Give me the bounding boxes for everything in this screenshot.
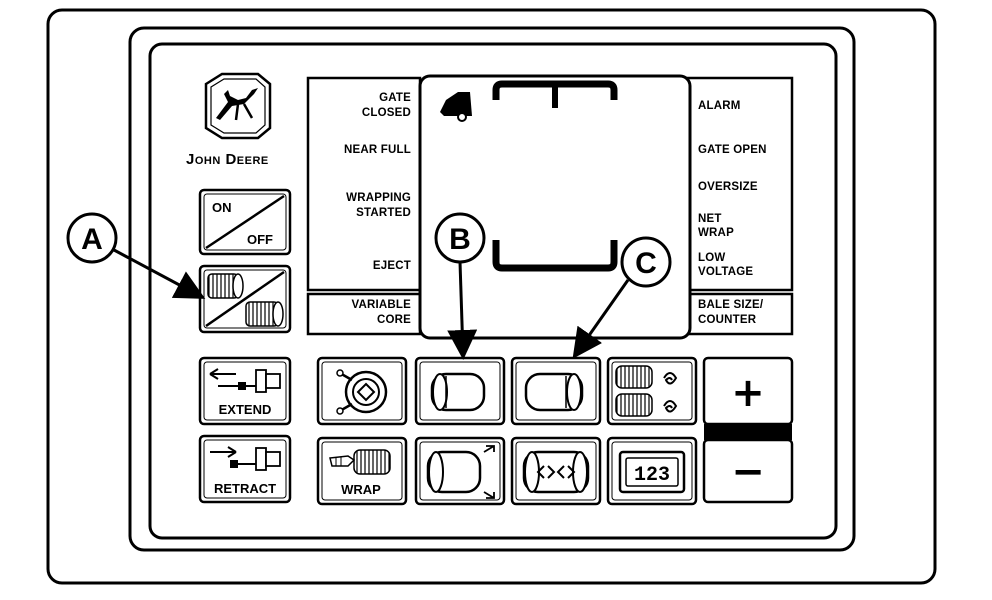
label-oversize: OVERSIZE xyxy=(698,181,758,193)
callout-a-label: A xyxy=(81,223,103,256)
callout-c-label: C xyxy=(635,247,657,280)
left-label-panel-lower xyxy=(306,292,422,336)
minus-button[interactable] xyxy=(702,438,794,504)
on-label: ON xyxy=(212,200,232,215)
arrow-right-icon xyxy=(210,446,237,458)
label-alarm: ALARM xyxy=(698,100,741,112)
variable-core-key[interactable] xyxy=(198,264,292,334)
bale-stack-icon xyxy=(615,365,678,417)
plus-label: + xyxy=(731,370,765,416)
right-label-panel-lower xyxy=(686,292,794,336)
right-label-panel xyxy=(686,76,794,292)
label-net-wrap-1: NET xyxy=(698,213,722,225)
john-deere-logo xyxy=(204,72,272,140)
counter-digits: 123 xyxy=(634,464,670,487)
net-roll-icon xyxy=(336,369,388,415)
wrap-label: WRAP xyxy=(341,482,381,497)
net-spread-button[interactable] xyxy=(510,436,602,506)
callout-a xyxy=(66,212,206,299)
bale-chamber-top-indicator xyxy=(492,80,618,108)
bale-icon xyxy=(430,372,486,412)
small-bale-size-button[interactable] xyxy=(414,356,506,426)
label-gate-closed-1: GATE xyxy=(379,92,411,104)
label-gate-open: GATE OPEN xyxy=(698,144,767,156)
arrow-left-icon xyxy=(209,368,236,380)
extend-button[interactable] xyxy=(198,356,292,426)
wrap-type-button[interactable] xyxy=(606,356,698,426)
on-off-key[interactable] xyxy=(198,188,292,256)
retract-label: RETRACT xyxy=(214,481,276,496)
label-net-wrap-2: WRAP xyxy=(698,227,734,239)
bale-diameter-button[interactable] xyxy=(414,436,506,506)
plus-minus-divider xyxy=(704,424,792,440)
bale-icon xyxy=(524,372,584,412)
actuator-icon xyxy=(230,447,281,471)
off-label: OFF xyxy=(247,232,273,247)
small-bale-icon xyxy=(207,273,244,299)
label-wrapping-started-2: STARTED xyxy=(356,207,411,219)
callout-c xyxy=(572,236,672,359)
label-bale-size-counter-1: BALE SIZE/ xyxy=(698,299,764,311)
callout-b xyxy=(434,212,486,360)
label-low-voltage-2: VOLTAGE xyxy=(698,266,753,278)
hand-wrap-icon xyxy=(329,449,391,475)
label-gate-closed-2: CLOSED xyxy=(362,107,411,119)
net-spread-icon xyxy=(522,450,590,494)
actuator-icon xyxy=(218,369,281,393)
label-wrapping-started-1: WRAPPING xyxy=(346,192,411,204)
label-low-voltage-1: LOW xyxy=(698,252,725,264)
label-eject: EJECT xyxy=(373,260,411,272)
retract-button[interactable] xyxy=(198,434,292,504)
brand-name: John Deere xyxy=(186,151,269,168)
large-bale-icon xyxy=(245,301,284,327)
bale-counter-button[interactable] xyxy=(606,436,698,506)
bale-diameter-icon xyxy=(426,445,495,499)
bale-chamber-bottom-indicator xyxy=(492,240,618,272)
large-bale-size-button[interactable] xyxy=(510,356,602,426)
callout-b-label: B xyxy=(449,223,471,256)
left-label-panel xyxy=(306,76,422,292)
counter-display-icon xyxy=(618,450,686,494)
label-variable-core-2: CORE xyxy=(377,314,411,326)
label-near-full: NEAR FULL xyxy=(344,144,411,156)
minus-label: − xyxy=(731,449,765,495)
label-bale-size-counter-2: COUNTER xyxy=(698,314,757,326)
extend-label: EXTEND xyxy=(219,402,272,417)
label-variable-core-1: VARIABLE xyxy=(351,299,411,311)
net-roll-button[interactable] xyxy=(316,356,408,426)
wrap-button[interactable] xyxy=(316,436,408,506)
baler-icon xyxy=(440,92,472,122)
lcd-display xyxy=(418,74,692,340)
